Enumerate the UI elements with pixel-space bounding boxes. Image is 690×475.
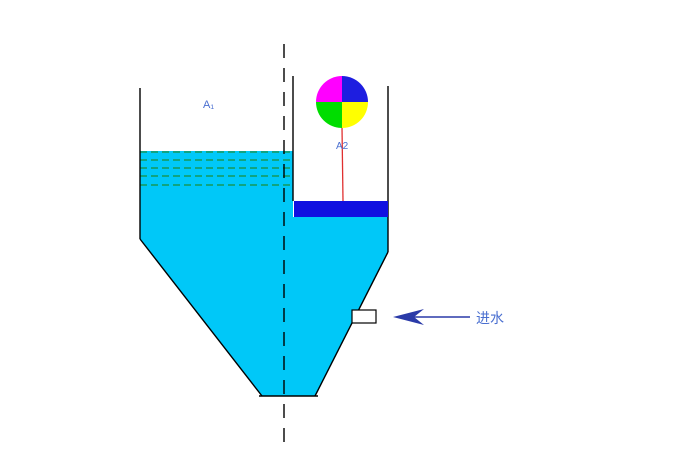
label-a2: A2 (336, 141, 349, 152)
label-a1: A₁ (203, 99, 214, 111)
left-hopper-wall (139, 238, 263, 397)
water-surface-lines (140, 151, 293, 186)
ball-quadrant-top-left (316, 76, 342, 102)
inlet-pipe (351, 309, 377, 324)
ball-quadrant-bottom-left (316, 102, 342, 128)
piston-rod (341, 126, 344, 202)
inlet-arrow-head (393, 309, 424, 325)
inlet-label: 进水 (476, 310, 504, 326)
tank-walls (139, 76, 389, 397)
water-body (140, 151, 388, 396)
ball-quadrant-bottom-right (342, 102, 368, 128)
piston-plate (294, 201, 388, 217)
right-hopper-wall (314, 251, 389, 397)
ball-quadrant-top-right (342, 76, 368, 102)
ball-indicator (316, 76, 368, 128)
inlet-arrow (393, 309, 470, 325)
